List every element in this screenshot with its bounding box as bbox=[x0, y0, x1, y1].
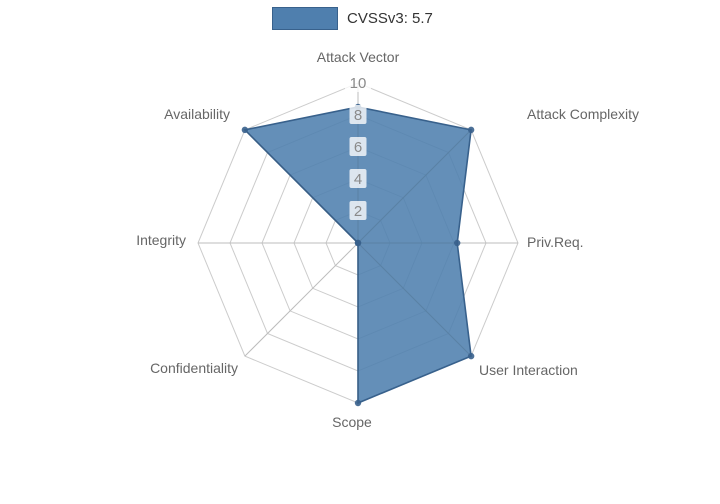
radial-tick-label: 10 bbox=[350, 75, 367, 92]
axis-label-confidentiality: Confidentiality bbox=[150, 360, 238, 376]
grid-spoke bbox=[244, 242, 359, 357]
series-point bbox=[454, 239, 461, 247]
radial-tick-label: 4 bbox=[354, 171, 362, 188]
legend-label: CVSSv3: 5.7 bbox=[347, 10, 433, 27]
axis-label-attack-vector: Attack Vector bbox=[317, 49, 400, 65]
series-point bbox=[467, 352, 475, 360]
radial-tick-box bbox=[349, 169, 367, 188]
axis-label-user-interaction: User Interaction bbox=[479, 362, 578, 378]
radial-tick-box bbox=[349, 201, 367, 220]
radial-tick-label: 8 bbox=[354, 107, 362, 124]
series-point bbox=[354, 239, 362, 247]
radial-tick-label: 6 bbox=[354, 139, 362, 156]
grid-spoke-overlay bbox=[244, 242, 359, 357]
radial-tick-label: 2 bbox=[354, 203, 362, 220]
axis-label-integrity: Integrity bbox=[136, 232, 186, 248]
series-point bbox=[354, 399, 362, 407]
grid-spoke-overlay bbox=[357, 129, 472, 244]
radial-tick-box bbox=[349, 105, 367, 124]
radial-tick-box bbox=[349, 137, 367, 156]
series-point bbox=[241, 126, 249, 134]
legend-swatch bbox=[272, 7, 338, 30]
legend: CVSSv3: 5.7 bbox=[272, 7, 433, 30]
axis-label-scope: Scope bbox=[332, 414, 372, 430]
axis-label-attack-complexity: Attack Complexity bbox=[527, 106, 639, 122]
axis-label-priv-req: Priv.Req. bbox=[527, 234, 584, 250]
radial-tick-box bbox=[345, 73, 371, 92]
grid-spoke-overlay bbox=[244, 129, 359, 244]
series-polygon bbox=[243, 106, 472, 405]
series-point bbox=[467, 126, 475, 134]
axis-label-availability: Availability bbox=[164, 106, 230, 122]
grid-spoke-overlay bbox=[357, 242, 472, 357]
